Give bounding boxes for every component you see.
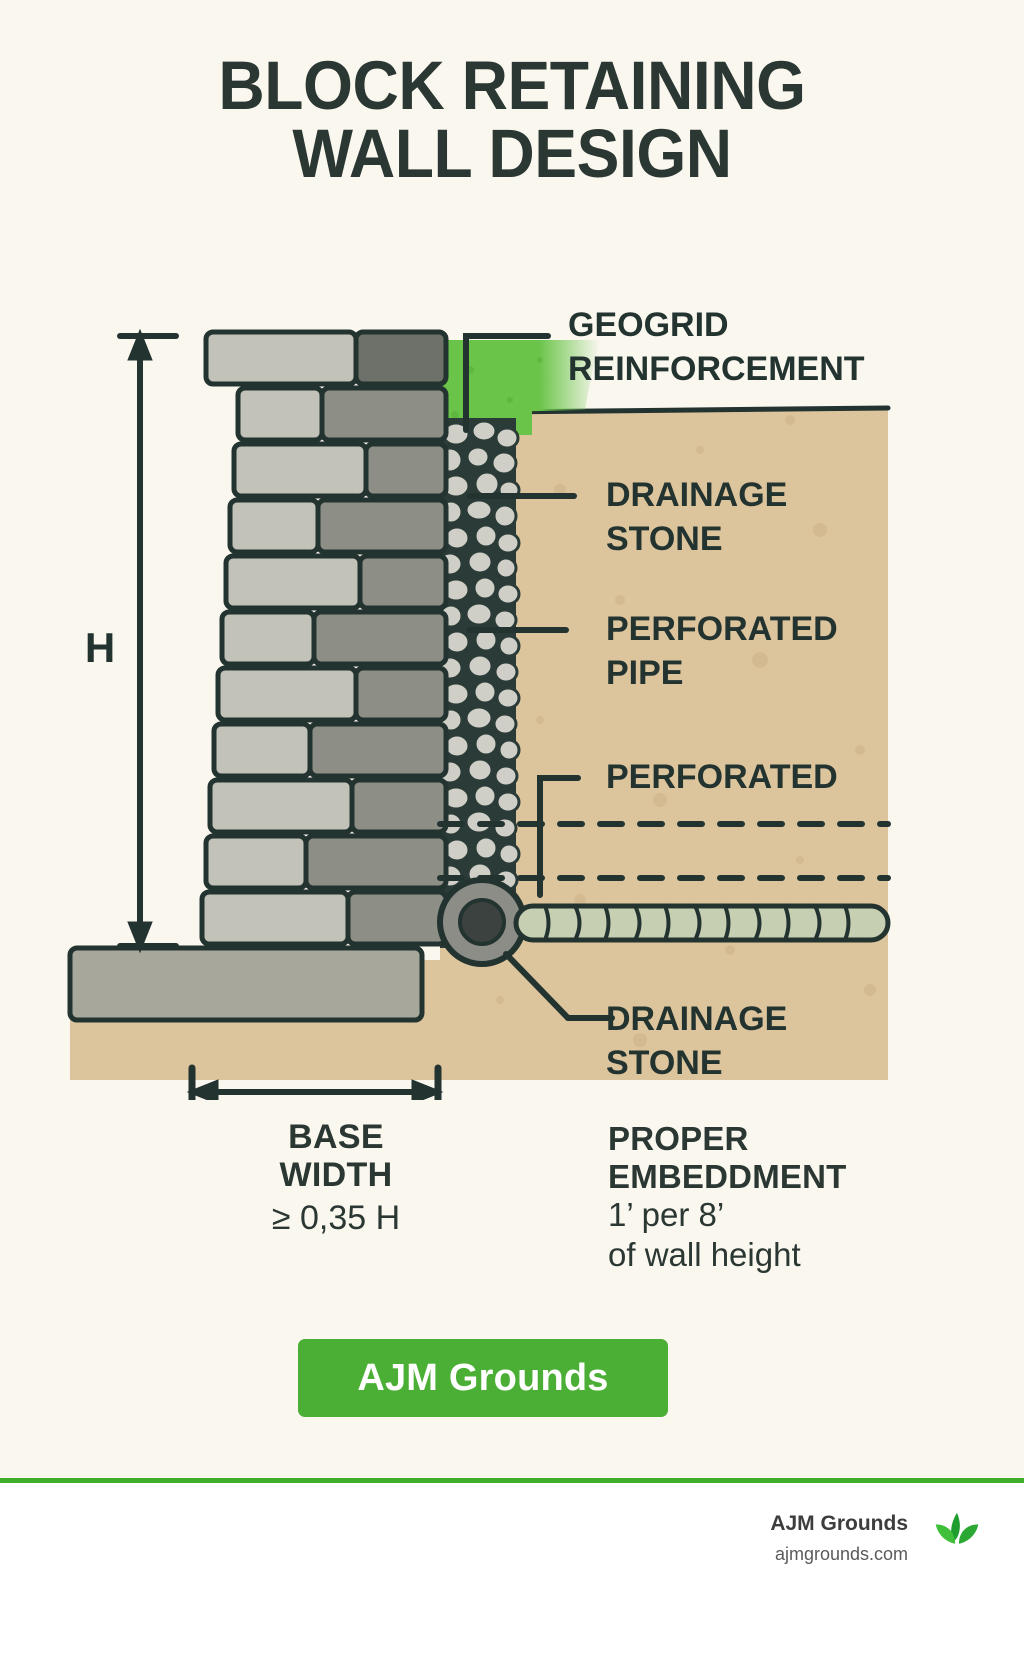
page-title: BLOCK RETAINING WALL DESIGN — [36, 47, 988, 192]
base-width-caption: BASE WIDTH ≥ 0,35 H — [196, 1118, 476, 1240]
height-label: H — [85, 624, 115, 671]
footer-brand: AJM Grounds ajmgrounds.com — [770, 1505, 988, 1567]
base-width-value: ≥ 0,35 H — [271, 1199, 401, 1238]
embedment-line-2: EMBEDDMENT — [608, 1157, 847, 1195]
callout-perf-pipe-line1: PERFORATED — [606, 610, 838, 648]
height-dimension — [117, 328, 179, 954]
footer-divider — [0, 1478, 1024, 1483]
embedment-line-4: of wall height — [608, 1235, 801, 1273]
callout-perf-pipe-line2: PIPE — [606, 654, 683, 692]
callout-geogrid-line1: GEOGRID — [568, 306, 729, 344]
perforated-pipe — [437, 877, 527, 967]
callout-labels: GEOGRID REINFORCEMENT DRAINAGE STONE PER… — [568, 306, 865, 1082]
footer-url[interactable]: ajmgrounds.com — [774, 1544, 908, 1565]
embedment-line-3: 1’ per 8’ — [608, 1196, 725, 1234]
leaf-logo-icon — [935, 1512, 979, 1564]
retaining-wall-diagram: GEOGRID REINFORCEMENT DRAINAGE STONE PER… — [0, 300, 1024, 1100]
block-wall — [67, 329, 449, 1023]
footer-text: AJM Grounds ajmgrounds.com — [770, 1505, 908, 1567]
base-width-dimension — [186, 1064, 444, 1100]
title-line-2: WALL DESIGN — [292, 114, 732, 192]
footer-bar: AJM Grounds ajmgrounds.com — [0, 1483, 1024, 1666]
title-line-1: BLOCK RETAINING — [218, 47, 806, 124]
callout-perforated-line1: PERFORATED — [606, 758, 838, 796]
brand-button-label: AJM Grounds — [357, 1356, 609, 1399]
base-width-line-2: WIDTH — [279, 1156, 393, 1195]
callout-drainage-lower-line2: STONE — [606, 1044, 723, 1082]
footer-brand-name: AJM Grounds — [770, 1512, 908, 1535]
callout-drainage-upper-line2: STONE — [606, 520, 723, 558]
callout-geogrid-line2: REINFORCEMENT — [568, 350, 865, 388]
embedment-caption: PROPER EMBEDDMENT 1’ per 8’ of wall heig… — [608, 1120, 938, 1274]
brand-button[interactable]: AJM Grounds — [298, 1339, 668, 1417]
drainage-stone-strip — [513, 903, 891, 943]
drainage-stone-column — [436, 418, 521, 948]
callout-leaders — [463, 333, 615, 1021]
callout-drainage-upper-line1: DRAINAGE — [606, 476, 787, 514]
callout-drainage-lower-line1: DRAINAGE — [606, 1000, 787, 1038]
base-width-line-1: BASE — [288, 1118, 384, 1156]
embedment-line-1: PROPER — [608, 1120, 749, 1157]
geogrid-dashed-layers — [437, 821, 891, 881]
